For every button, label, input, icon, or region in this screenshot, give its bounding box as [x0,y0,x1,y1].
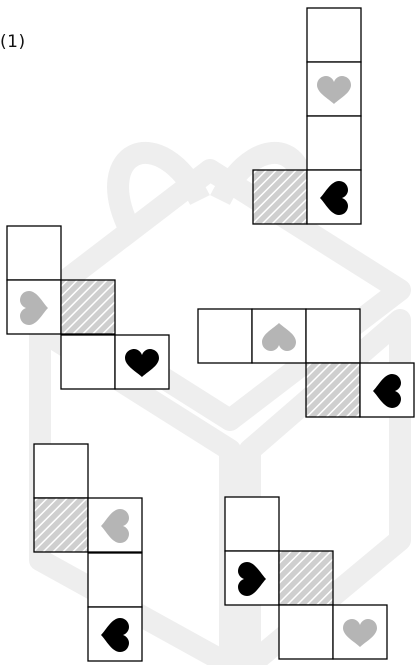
hatched-square [253,170,307,224]
net-cell-heart-gray [252,309,306,363]
net-cell-empty [7,226,61,280]
net-bottom-left [34,444,142,661]
cell-square [7,226,61,280]
hatched-square [34,498,88,552]
net-cell-empty [306,309,360,363]
cell-square [307,116,361,170]
net-cell-empty [307,116,361,170]
cell-square [307,8,361,62]
net-cell-hatched [279,551,333,605]
hatched-square [279,551,333,605]
net-cell-heart-gray [88,498,142,552]
net-cell-heart-black [225,551,279,605]
net-cell-hatched [61,280,115,334]
net-cell-empty [34,444,88,498]
net-cell-hatched [306,363,360,417]
cell-square [88,553,142,607]
net-cell-heart-black [360,363,414,417]
net-cell-empty [198,309,252,363]
net-cell-heart-gray [333,605,387,659]
net-cell-heart-black [307,170,361,224]
cell-square [225,497,279,551]
net-cell-empty [307,8,361,62]
hatched-square [61,280,115,334]
cell-square [34,444,88,498]
net-cell-hatched [34,498,88,552]
net-top-right [253,8,361,224]
net-cell-hatched [253,170,307,224]
cell-square [279,605,333,659]
cell-square [306,309,360,363]
hatched-square [306,363,360,417]
net-cell-heart-black [115,335,169,389]
net-cell-heart-gray [7,280,61,334]
net-cell-heart-gray [307,62,361,116]
net-cell-heart-black [88,607,142,661]
net-cell-empty [279,605,333,659]
cell-square [61,335,115,389]
net-cell-empty [88,553,142,607]
net-cell-empty [61,335,115,389]
net-cell-empty [225,497,279,551]
cell-square [198,309,252,363]
